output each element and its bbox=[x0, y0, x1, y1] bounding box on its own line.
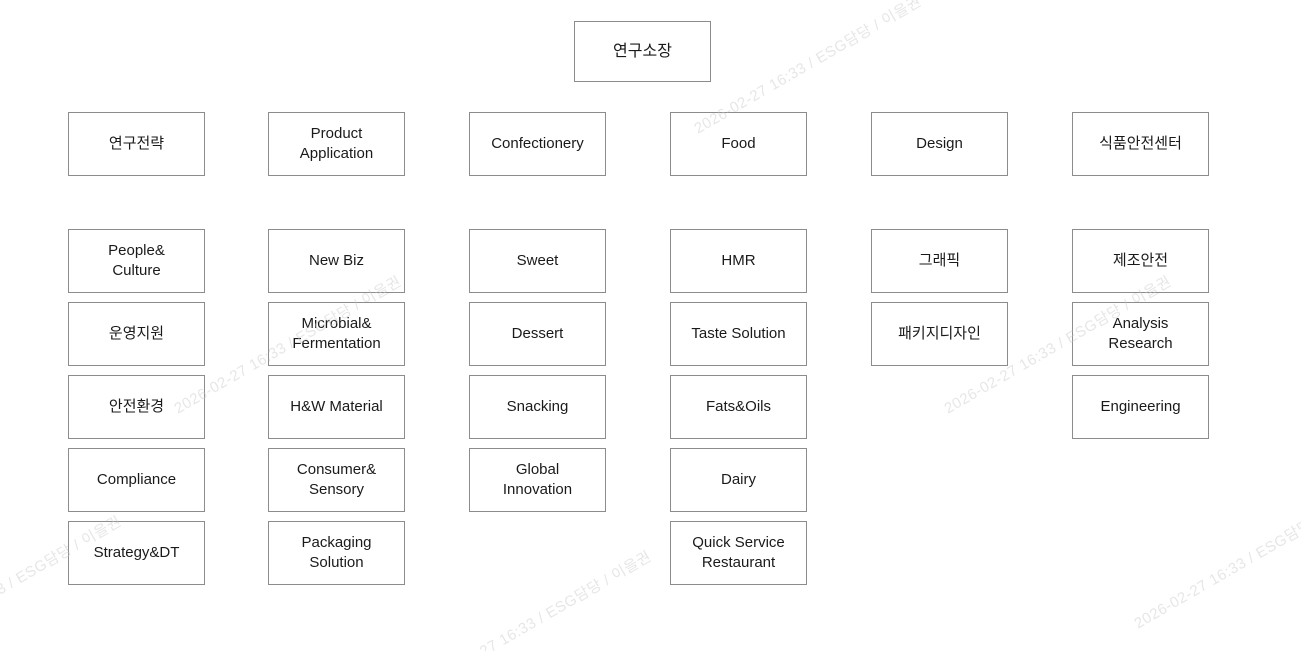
org-node-child-label: Fats&Oils bbox=[705, 397, 771, 415]
org-node-child-label: Compliance bbox=[96, 470, 177, 488]
org-node-child[interactable]: H&W Material bbox=[268, 375, 405, 439]
org-node-header-label: 식품안전센터 bbox=[1099, 134, 1182, 152]
org-node-child[interactable]: Fats&Oils bbox=[670, 375, 807, 439]
org-node-root-label: 연구소장 bbox=[613, 42, 672, 60]
org-node-child-label: Dairy bbox=[720, 470, 756, 488]
org-node-child[interactable]: HMR bbox=[670, 229, 807, 293]
org-node-child-label: Snacking bbox=[506, 397, 569, 415]
org-node-child-label: Consumer& Sensory bbox=[296, 460, 377, 498]
org-node-child[interactable]: 운영지원 bbox=[68, 302, 205, 366]
org-node-child-label: HMR bbox=[721, 251, 756, 269]
org-node-header-label: Product Application bbox=[299, 124, 374, 162]
org-node-child-label: Microbial& Fermentation bbox=[292, 314, 381, 352]
org-node-child[interactable]: Compliance bbox=[68, 448, 205, 512]
org-node-child[interactable]: Quick Service Restaurant bbox=[670, 521, 807, 585]
org-node-child-label: 안전환경 bbox=[108, 397, 165, 415]
org-node-child[interactable]: 제조안전 bbox=[1072, 229, 1209, 293]
org-node-child[interactable]: Taste Solution bbox=[670, 302, 807, 366]
org-node-header-label: 연구전략 bbox=[108, 134, 165, 152]
org-node-root[interactable]: 연구소장 bbox=[574, 21, 711, 82]
org-node-child-label: H&W Material bbox=[290, 397, 383, 415]
org-node-child[interactable]: Analysis Research bbox=[1072, 302, 1209, 366]
org-node-child[interactable]: Packaging Solution bbox=[268, 521, 405, 585]
org-node-child[interactable]: New Biz bbox=[268, 229, 405, 293]
org-node-header-3[interactable]: Confectionery bbox=[469, 112, 606, 176]
org-node-child-label: 제조안전 bbox=[1112, 251, 1169, 269]
org-node-header-2[interactable]: Product Application bbox=[268, 112, 405, 176]
org-node-child[interactable]: 안전환경 bbox=[68, 375, 205, 439]
org-node-child[interactable]: People& Culture bbox=[68, 229, 205, 293]
org-node-child[interactable]: Consumer& Sensory bbox=[268, 448, 405, 512]
org-node-child[interactable]: Strategy&DT bbox=[68, 521, 205, 585]
org-node-child[interactable]: Sweet bbox=[469, 229, 606, 293]
org-node-child[interactable]: Dessert bbox=[469, 302, 606, 366]
org-node-header-label: Design bbox=[916, 134, 963, 152]
org-node-header-label: Confectionery bbox=[491, 134, 584, 152]
org-node-child-label: Strategy&DT bbox=[93, 543, 180, 561]
org-node-child-label: Engineering bbox=[1100, 397, 1181, 415]
org-node-header-label: Food bbox=[721, 134, 756, 152]
org-node-child[interactable]: Dairy bbox=[670, 448, 807, 512]
org-node-header-6[interactable]: 식품안전센터 bbox=[1072, 112, 1209, 176]
org-node-child-label: Analysis Research bbox=[1108, 314, 1173, 352]
org-node-child-label: 그래픽 bbox=[918, 251, 961, 269]
org-node-child-label: 운영지원 bbox=[108, 324, 165, 342]
org-node-child[interactable]: 패키지디자인 bbox=[871, 302, 1008, 366]
org-node-child[interactable]: 그래픽 bbox=[871, 229, 1008, 293]
org-node-child-label: Taste Solution bbox=[691, 324, 786, 342]
watermark-text: 2026-02-27 16:33 / ESG담당 / 이을권 bbox=[421, 548, 655, 651]
watermark-text: 2026-02-27 16:33 / ESG담당 / 이을권 bbox=[1131, 488, 1301, 633]
org-node-child-label: Dessert bbox=[511, 324, 564, 342]
org-node-child-label: Quick Service Restaurant bbox=[692, 533, 785, 571]
org-node-child[interactable]: Engineering bbox=[1072, 375, 1209, 439]
org-node-child-label: Sweet bbox=[516, 251, 559, 269]
org-node-child-label: 패키지디자인 bbox=[898, 324, 981, 342]
org-node-child-label: Packaging Solution bbox=[301, 533, 372, 571]
org-node-child-label: New Biz bbox=[308, 251, 364, 269]
org-node-header-4[interactable]: Food bbox=[670, 112, 807, 176]
org-node-child[interactable]: Snacking bbox=[469, 375, 606, 439]
org-node-header-5[interactable]: Design bbox=[871, 112, 1008, 176]
org-node-child-label: Global Innovation bbox=[502, 460, 573, 498]
org-node-header-1[interactable]: 연구전략 bbox=[68, 112, 205, 176]
org-node-child-label: People& Culture bbox=[108, 241, 165, 279]
org-node-child[interactable]: Global Innovation bbox=[469, 448, 606, 512]
org-node-child[interactable]: Microbial& Fermentation bbox=[268, 302, 405, 366]
